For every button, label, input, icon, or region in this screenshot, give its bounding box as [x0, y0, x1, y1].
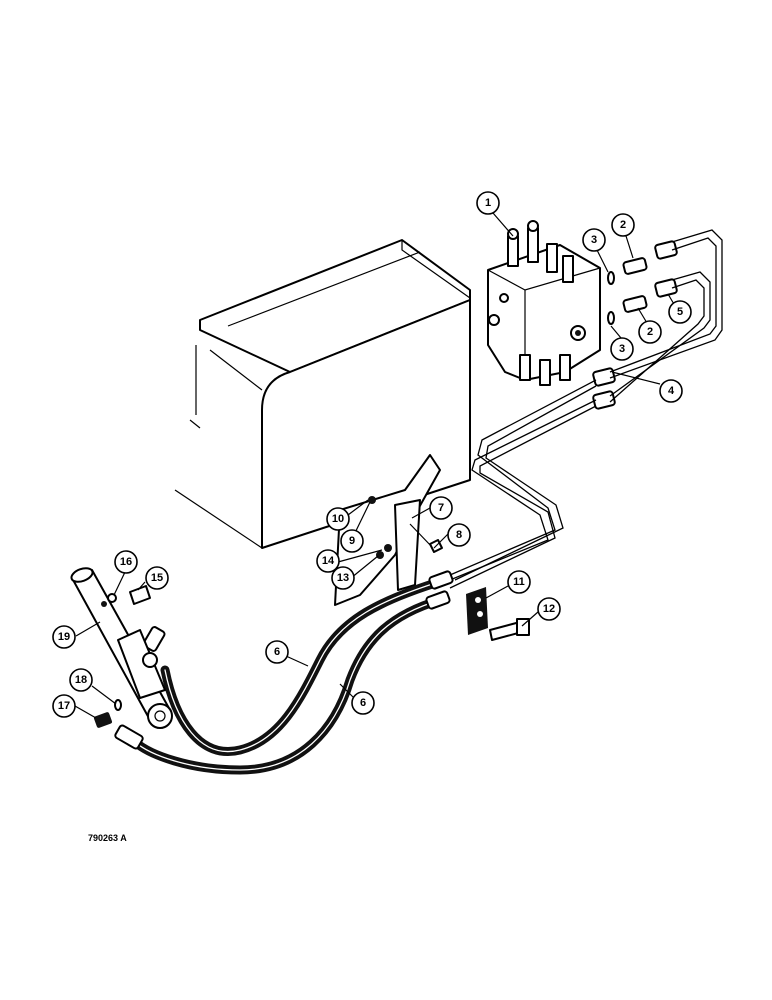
callout-2: 2	[638, 320, 662, 344]
leader-lines	[74, 212, 679, 719]
callout-16: 16	[114, 550, 138, 574]
svg-text:19: 19	[58, 631, 70, 643]
svg-text:3: 3	[591, 234, 597, 246]
callout-13: 13	[331, 566, 355, 590]
callout-3: 3	[610, 337, 634, 361]
svg-text:9: 9	[349, 535, 355, 547]
callout-14: 14	[316, 549, 340, 573]
svg-text:14: 14	[322, 555, 335, 567]
callout-8: 8	[447, 523, 471, 547]
control-valve	[487, 220, 601, 386]
svg-text:17: 17	[58, 700, 70, 712]
cylinder-small-parts	[93, 593, 122, 728]
svg-text:12: 12	[543, 603, 555, 615]
callout-1: 1	[476, 191, 500, 215]
callout-9: 9	[340, 529, 364, 553]
svg-text:6: 6	[274, 646, 280, 658]
callout-19: 19	[52, 625, 76, 649]
callout-2: 2	[611, 213, 635, 237]
hydraulic-tank	[174, 239, 471, 549]
callout-6: 6	[351, 691, 375, 715]
callout-4: 4	[659, 379, 683, 403]
callout-18: 18	[69, 668, 93, 692]
callout-3: 3	[582, 228, 606, 252]
callout-12: 12	[537, 597, 561, 621]
svg-text:13: 13	[337, 572, 349, 584]
callout-17: 17	[52, 694, 76, 718]
svg-text:3: 3	[619, 343, 625, 355]
svg-text:18: 18	[75, 674, 87, 686]
hose-clamp	[466, 587, 530, 641]
callout-15: 15	[145, 566, 169, 590]
svg-text:2: 2	[620, 219, 626, 231]
svg-text:7: 7	[438, 502, 444, 514]
svg-text:11: 11	[513, 576, 525, 588]
svg-text:4: 4	[668, 385, 675, 397]
callout-10: 10	[326, 507, 350, 531]
svg-text:10: 10	[332, 513, 344, 525]
svg-text:6: 6	[360, 697, 366, 709]
bracket-nut-icon	[376, 551, 384, 559]
callout-5: 5	[668, 300, 692, 324]
callout-11: 11	[507, 570, 531, 594]
steel-tubes	[444, 229, 723, 589]
callout-6: 6	[265, 640, 289, 664]
figure-reference-number: 790263 A	[88, 833, 127, 843]
hydraulic-cylinder	[70, 567, 173, 729]
callout-7: 7	[429, 496, 453, 520]
svg-text:8: 8	[456, 529, 462, 541]
svg-text:15: 15	[151, 572, 163, 584]
svg-text:1: 1	[485, 197, 491, 209]
hydraulic-hoses	[114, 570, 454, 775]
svg-text:2: 2	[647, 326, 653, 338]
svg-text:16: 16	[120, 556, 132, 568]
bracket-washer-icon	[384, 544, 392, 552]
svg-text:5: 5	[677, 306, 683, 318]
callouts: 1 2 2 3 3 4 5 6 6 7 8 9 10 11 12 13 14 1…	[52, 191, 692, 718]
tank-mounting-bracket	[334, 454, 443, 606]
valve-fittings	[592, 240, 678, 410]
